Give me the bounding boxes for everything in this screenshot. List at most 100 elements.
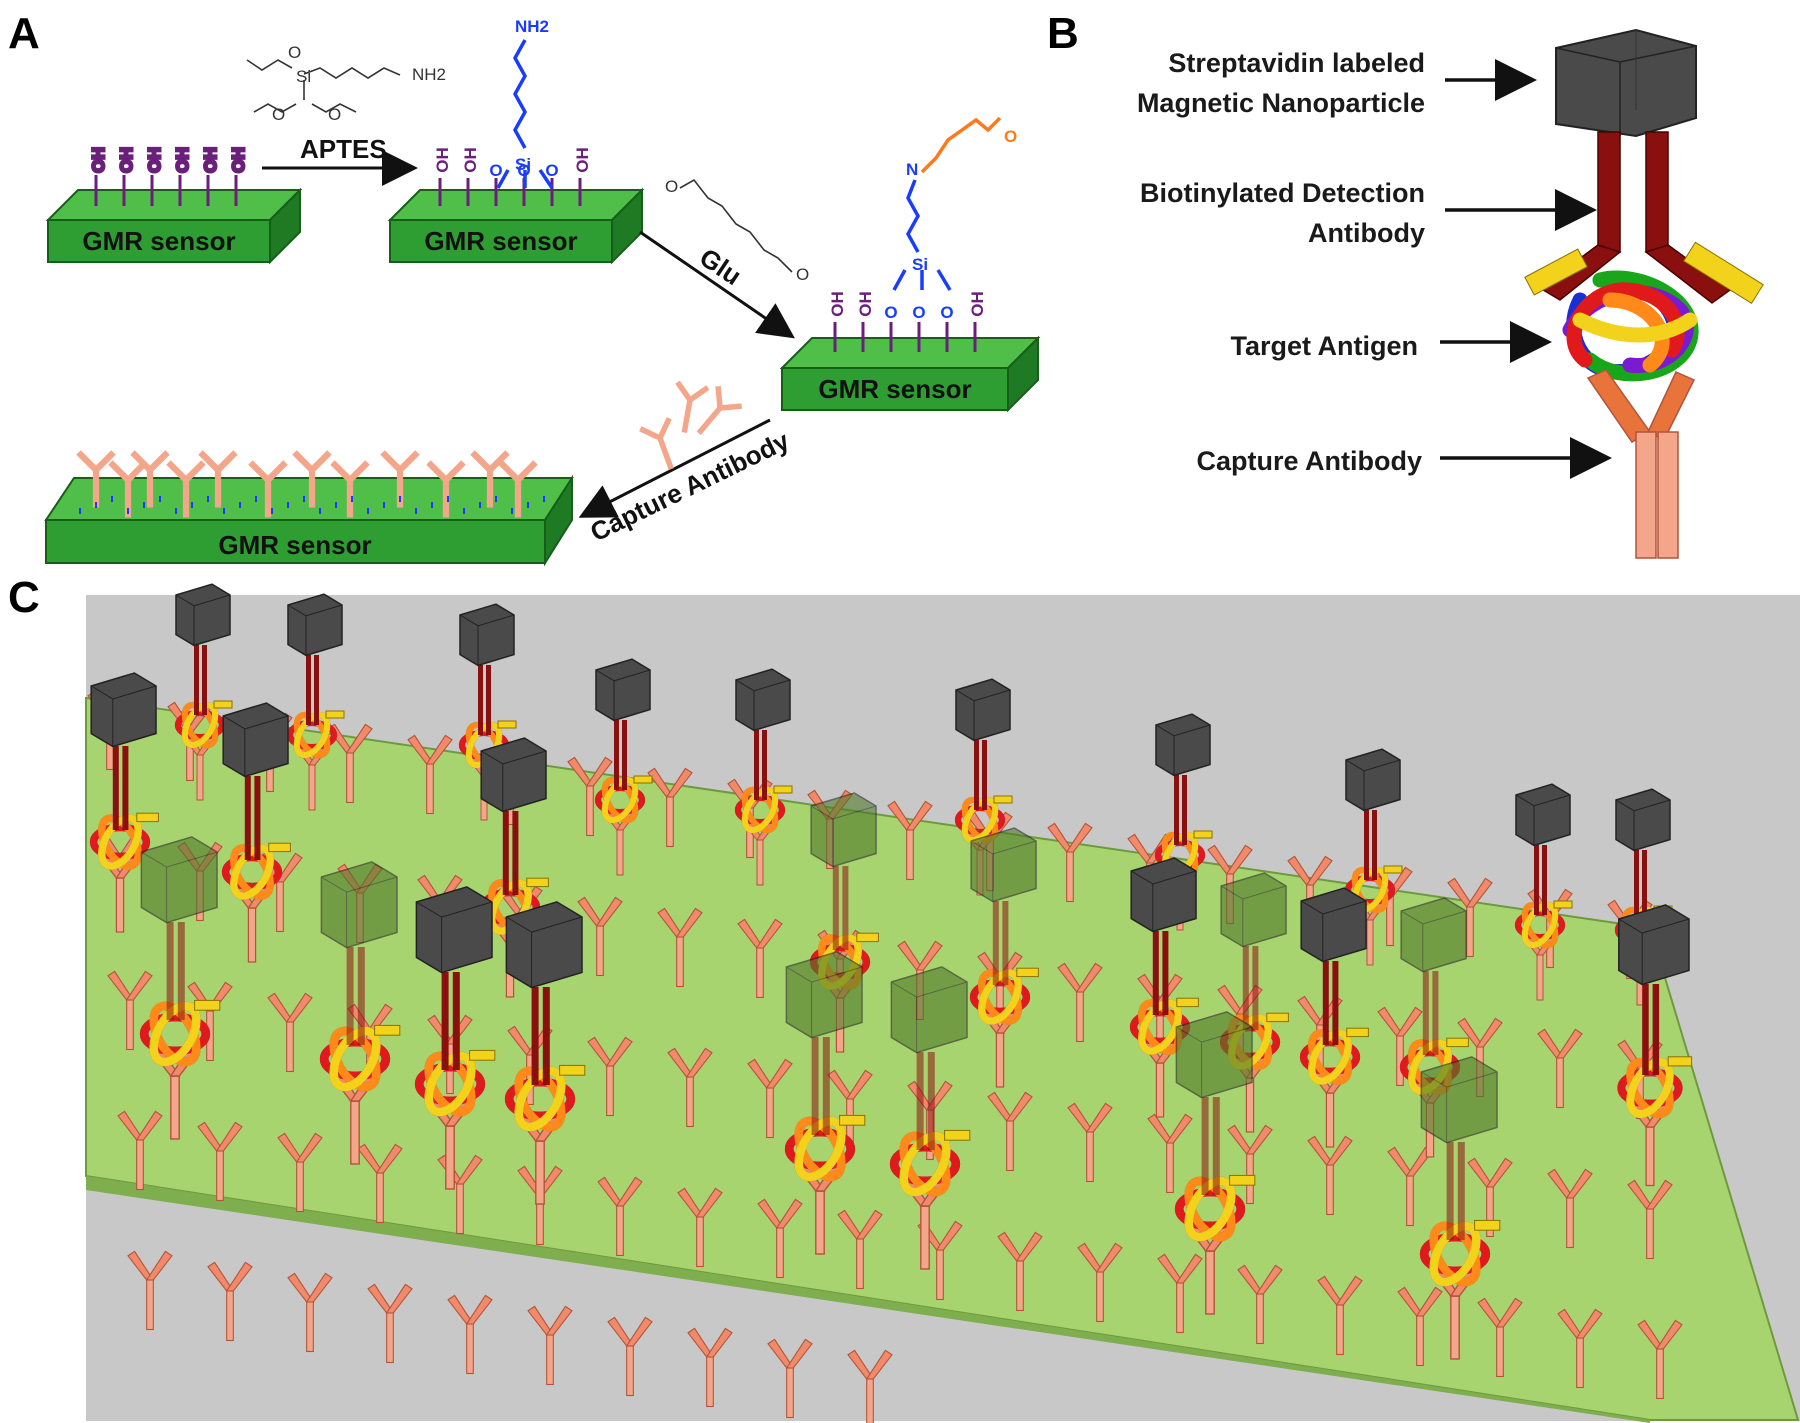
magnetic-nanoparticle [1615, 788, 1671, 852]
surface-capture-antibody [357, 1143, 403, 1224]
scene-molecules [87, 583, 1693, 1423]
yellow-rod [1667, 1056, 1693, 1067]
antigen-ball [969, 969, 1031, 1025]
surface-capture-antibody [997, 1231, 1043, 1312]
aptes-o3: O [328, 105, 341, 124]
surface-capture-antibody [597, 1176, 643, 1257]
detection-antibody-arm [314, 655, 319, 725]
detection-antibody-arm [1212, 1097, 1220, 1195]
yellow-rod [325, 710, 345, 719]
detection-antibody-arm [202, 645, 207, 715]
surface-capture-antibody [1467, 1157, 1513, 1238]
yellow-rod [633, 775, 653, 784]
sandwich-complex [784, 951, 866, 1255]
capture-antibody-y [696, 386, 742, 436]
magnetic-nanoparticle [1345, 748, 1401, 812]
surface-capture-antibody [767, 1338, 813, 1419]
sandwich-complex [734, 668, 793, 886]
detection-antibody-arm [1242, 946, 1249, 1030]
yellow-rod [1176, 997, 1199, 1008]
detection-antibody-arm [1457, 1142, 1465, 1240]
detection-antibody-arm [1542, 845, 1547, 915]
surface-capture-antibody [1537, 1028, 1583, 1109]
magnetic-nanoparticle [1130, 857, 1197, 933]
oh-label: OH [573, 147, 592, 173]
aptes-o2: O [272, 105, 285, 124]
detection-antibody-arm [1422, 971, 1429, 1055]
surface-capture-antibody [1397, 1286, 1443, 1367]
surface-capture-antibody [607, 1316, 653, 1397]
target-antigen [1562, 270, 1699, 382]
antigen-ball [1174, 1176, 1246, 1242]
surface-capture-antibody [667, 1047, 713, 1128]
detection-antibody-arm [1372, 810, 1377, 880]
surface-capture-antibody [1237, 1264, 1283, 1345]
detection-antibody-arm [916, 1052, 924, 1150]
surface-capture-antibody [1047, 822, 1093, 903]
detection-antibody-arm [1534, 845, 1539, 915]
sensor-4-label: GMR sensor [218, 530, 371, 560]
yellow-rod-right [1683, 241, 1764, 305]
yellow-rod [497, 720, 517, 729]
antigen-ball [89, 814, 151, 870]
sensor-3-label: GMR sensor [818, 374, 971, 404]
detection-antibody-arm [346, 947, 354, 1045]
detection-antibody-arm [122, 746, 129, 830]
surface-capture-antibody [677, 1187, 723, 1268]
capture-step-label: Capture Antibody [585, 425, 794, 547]
oh-label: OH [229, 147, 248, 173]
capture-antibody-y [248, 460, 288, 518]
surface-capture-antibody [1547, 1168, 1593, 1249]
detection-antibody-arm [486, 665, 491, 735]
o-label: O [884, 303, 897, 322]
yellow-rod [1229, 1174, 1256, 1186]
magnetic-nanoparticle [287, 593, 343, 657]
yellow-rod [839, 1114, 866, 1126]
detection-antibody-arm [614, 720, 619, 790]
yellow-rod [1383, 865, 1403, 874]
magnetic-nanoparticle [810, 792, 877, 868]
gmr-sensor-1: GMR sensor [45, 187, 303, 265]
detection-antibody-arm [542, 987, 550, 1085]
surface-capture-antibody [1637, 1319, 1683, 1400]
sandwich-complex [319, 861, 401, 1165]
antigen-ball [319, 1026, 391, 1092]
magnetic-nanoparticle [415, 886, 493, 974]
detection-antibody-arm [974, 740, 979, 810]
capture-antibody-y [166, 460, 206, 518]
surface-capture-antibody [757, 1198, 803, 1279]
capture-antibody-y [675, 380, 710, 433]
detection-antibody-arm [531, 987, 539, 1085]
antigen-ball [1419, 1221, 1491, 1287]
oh-label: OH [433, 147, 452, 173]
magnetic-nanoparticle [1515, 783, 1571, 847]
antigen-ball [221, 844, 283, 900]
surface-capture-antibody [1147, 1113, 1193, 1194]
sandwich-complex [139, 836, 221, 1140]
surface-capture-antibody [287, 1272, 333, 1353]
surface-capture-antibody [657, 907, 703, 988]
surface-capture-antibody [1307, 1135, 1353, 1216]
detection-antibody-arm [842, 866, 849, 950]
surface-capture-antibody [847, 1349, 893, 1423]
aptes-o1: O [288, 43, 301, 62]
sandwich-complex [286, 593, 345, 811]
o-label: O [940, 303, 953, 322]
capture-antibody-y [330, 460, 370, 518]
magnetic-nanoparticle [140, 836, 218, 924]
sandwich-complex [221, 702, 291, 963]
oh-label: OH [117, 147, 136, 173]
surface-capture-antibody [267, 992, 313, 1073]
surface-capture-antibody [837, 1209, 883, 1290]
yellow-rod [213, 700, 233, 709]
yellow-rod-left [1524, 248, 1588, 296]
detection-antibody-arm [357, 947, 365, 1045]
sandwich-complex [969, 827, 1039, 1088]
aptes-attached-si: Si [515, 155, 531, 174]
yellow-rod [1016, 967, 1039, 978]
sensor-2-label: GMR sensor [424, 226, 577, 256]
yellow-rod [1346, 1027, 1369, 1038]
yellow-rod [1193, 830, 1213, 839]
detection-antibody-arm [754, 730, 759, 800]
oh-label: OH [201, 147, 220, 173]
